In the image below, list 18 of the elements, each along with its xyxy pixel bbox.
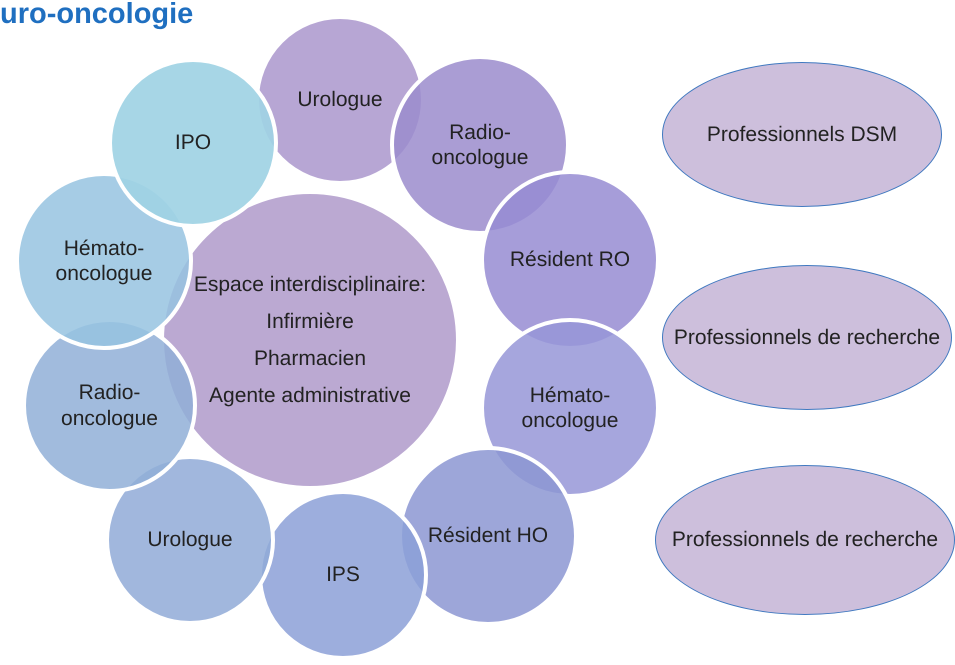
- circle-label: Professionnels de recherche: [672, 527, 938, 553]
- circle-label: Agente administrative: [209, 383, 411, 408]
- circle-label: Professionnels DSM: [706, 122, 898, 148]
- circle-label: Radio-oncologue: [430, 120, 530, 170]
- circle-label: Hémato-oncologue: [520, 382, 620, 434]
- circle-label: Pharmacien: [254, 346, 366, 372]
- circle-label: Urologue: [147, 527, 233, 553]
- circle-label: Hémato-oncologue: [54, 236, 154, 286]
- circle-label: Résident RO: [510, 247, 630, 273]
- circle-label: Urologue: [297, 87, 383, 113]
- circle-label: Espace interdisciplinaire:: [194, 272, 426, 297]
- circle-label: Professionnels de recherche: [674, 324, 940, 350]
- circle-label: IPS: [326, 562, 360, 588]
- circle-label: Résident HO: [428, 523, 548, 549]
- circle-label: Infirmière: [266, 308, 354, 334]
- circle-label: Radio-oncologue: [60, 380, 159, 431]
- circle-label: IPO: [174, 130, 212, 156]
- title: uro-oncologie: [0, 0, 194, 31]
